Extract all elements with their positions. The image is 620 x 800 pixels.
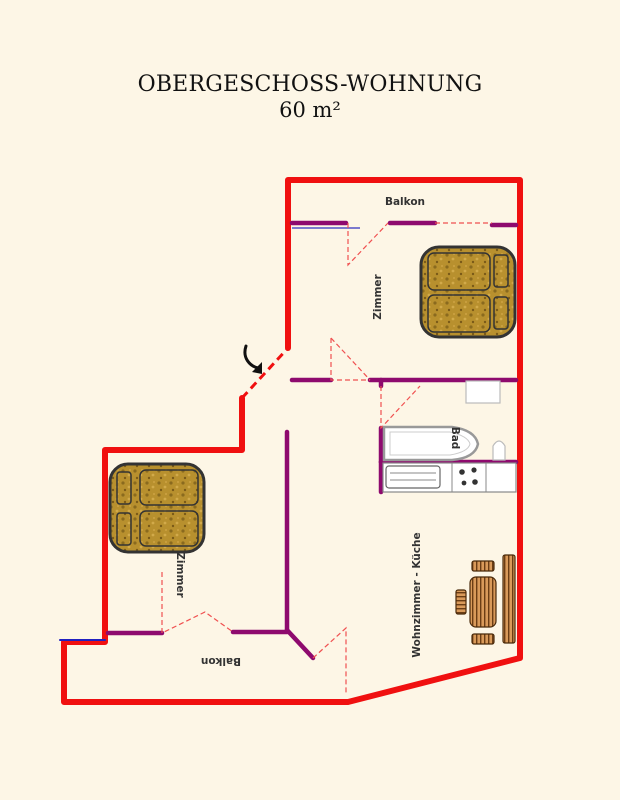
kitchen-counter bbox=[382, 462, 517, 493]
washbasin bbox=[465, 380, 501, 404]
label-bath: Bad bbox=[449, 427, 461, 450]
dining-table bbox=[469, 576, 497, 628]
entrance-door bbox=[240, 346, 290, 400]
dining-bench bbox=[502, 554, 516, 644]
stove-burner bbox=[459, 469, 465, 475]
label-room-right: Zimmer bbox=[372, 273, 384, 319]
toilet bbox=[492, 440, 506, 461]
bed-left bbox=[108, 462, 206, 554]
plan-title: OBERGESCHOSS-WOHNUNG bbox=[137, 72, 483, 97]
entrance-arrow-icon bbox=[243, 344, 260, 370]
bathtub-inner bbox=[389, 431, 471, 456]
bathtub bbox=[382, 425, 480, 462]
label-living-kitchen: Wohnzimmer - Küche bbox=[411, 532, 423, 657]
dining-chair-left bbox=[455, 589, 467, 615]
label-room-left: Zimmer bbox=[174, 552, 186, 598]
outer-walls bbox=[59, 177, 523, 705]
label-balcony-top: Balkon bbox=[385, 196, 425, 208]
label-balcony-bottom: Balkon bbox=[201, 655, 241, 667]
bed-right bbox=[419, 245, 517, 339]
dining-set bbox=[455, 554, 516, 645]
inner-walls bbox=[105, 220, 519, 661]
outer-wall-main bbox=[61, 177, 523, 705]
door-swings bbox=[161, 222, 492, 695]
dining-chair-bottom bbox=[471, 633, 495, 645]
entrance-arrow-head bbox=[252, 362, 262, 374]
dining-chair-top bbox=[471, 560, 495, 572]
plan-area: 60 m² bbox=[279, 98, 341, 122]
